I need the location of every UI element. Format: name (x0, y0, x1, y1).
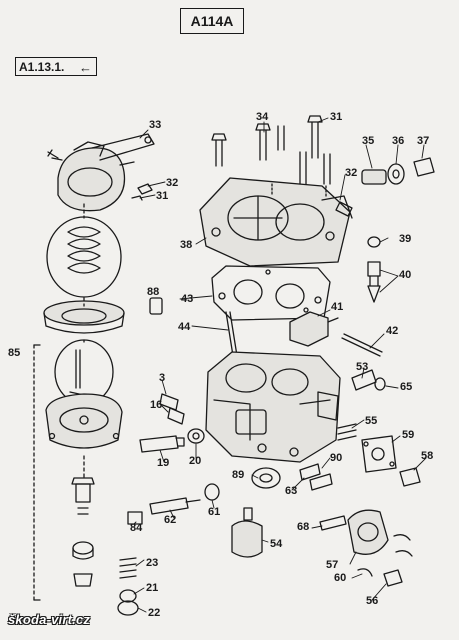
rod-42 (341, 333, 383, 357)
part-label-22: 22 (148, 607, 160, 619)
diagram-code: A114A (190, 13, 234, 29)
washer-20 (187, 428, 205, 444)
part-label-89: 89 (232, 469, 244, 481)
spring-23 (119, 557, 137, 579)
part-label-60: 60 (334, 572, 346, 584)
part-label-84: 84 (130, 522, 143, 534)
part-label-63: 63 (285, 485, 297, 497)
part-label-68: 68 (297, 521, 309, 533)
part-label-53: 53 (356, 361, 368, 373)
part-label-44: 44 (178, 321, 191, 333)
site-watermark: škoda-virt.cz (8, 612, 91, 627)
part-label-55: 55 (365, 415, 377, 427)
plug-61 (204, 483, 220, 501)
part-label-34: 34 (256, 111, 269, 123)
part-label-58: 58 (421, 450, 433, 462)
solenoid-54 (231, 507, 263, 558)
part-label-23: 23 (146, 557, 158, 569)
screw-68 (319, 515, 347, 531)
part-label-37: 37 (417, 135, 429, 147)
carburetor-top-cover (199, 177, 353, 267)
part-label-57: 57 (326, 559, 338, 571)
circled-spring (46, 216, 122, 298)
reference-code: A1.13.1. (19, 60, 65, 74)
part-label-65: 65 (400, 381, 412, 393)
cover-57 (347, 509, 389, 555)
bracket-arm (91, 133, 155, 161)
parts-84 (127, 511, 143, 525)
part-labels: 33 32 31 34 31 35 36 37 32 38 39 40 88 4… (8, 111, 433, 619)
part-label-39: 39 (399, 233, 411, 245)
lower-cover-housing (45, 393, 123, 449)
part-label-3: 3 (159, 372, 165, 384)
needle-62 (149, 497, 201, 515)
vertical-assembly-axis (33, 203, 85, 601)
part-label-42: 42 (386, 325, 398, 337)
top-cover-gasket (211, 265, 331, 321)
part-label-19: 19 (157, 457, 169, 469)
part-label-43: 43 (181, 293, 193, 305)
choke-cover-housing (51, 141, 135, 212)
top-cover-screws (211, 115, 331, 199)
screws-63-90 (299, 463, 333, 491)
jet-parts-35-37 (335, 157, 435, 217)
arrow-left-icon: ← (79, 60, 92, 75)
part-label-41: 41 (331, 301, 343, 313)
part-label-16: 16 (150, 399, 162, 411)
parts-39-40 (367, 236, 381, 303)
part-label-38: 38 (180, 239, 192, 251)
carburetor-main-body (205, 351, 341, 463)
spring-55 (337, 423, 357, 441)
part-label-20: 20 (189, 455, 201, 467)
valve-58 (399, 467, 421, 487)
part-label-36: 36 (392, 135, 404, 147)
part-label-31a: 31 (156, 190, 168, 202)
clips-56-60 (357, 534, 413, 587)
part-label-33: 33 (149, 119, 161, 131)
leader-lines (133, 117, 427, 613)
parts-3-16 (159, 393, 185, 425)
part-label-59: 59 (402, 429, 414, 441)
bottom-fastener-stack (71, 477, 95, 587)
part-label-56: 56 (366, 595, 378, 607)
part-label-32a: 32 (166, 177, 178, 189)
gasket-89 (251, 467, 281, 489)
plug-88 (149, 297, 163, 315)
part-label-31b: 31 (330, 111, 342, 123)
reference-code-box[interactable]: A1.13.1. ← (15, 57, 97, 76)
parts-53-65 (351, 369, 386, 391)
screws-top-left (47, 149, 153, 201)
part-label-54: 54 (270, 538, 283, 550)
solenoid-41 (289, 311, 339, 347)
part-label-40: 40 (399, 269, 411, 281)
diagram-code-box: A114A (180, 8, 244, 34)
part-label-21: 21 (146, 582, 158, 594)
part-label-62: 62 (164, 514, 176, 526)
valve-19 (139, 435, 185, 453)
part-label-85: 85 (8, 347, 20, 359)
plate-59 (361, 435, 397, 473)
part-label-88: 88 (147, 286, 159, 298)
part-label-90: 90 (330, 452, 342, 464)
part-label-32b: 32 (345, 167, 357, 179)
part-label-35: 35 (362, 135, 374, 147)
part-label-61: 61 (208, 506, 220, 518)
